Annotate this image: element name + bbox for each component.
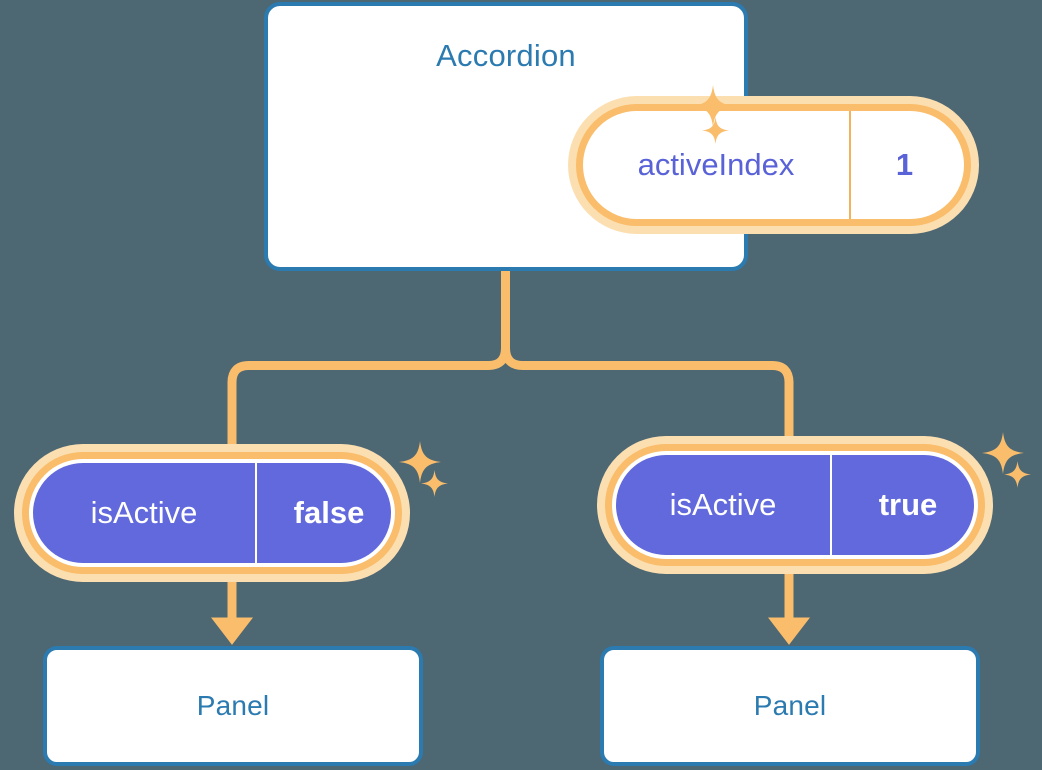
- state-value-activeindex: 1: [895, 147, 914, 182]
- sparkle-false-small-icon: [421, 470, 448, 497]
- component-card-accordion[interactable]: Accordion activeIndex 1: [264, 2, 971, 271]
- state-pill-activeindex[interactable]: activeIndex 1: [576, 104, 971, 226]
- state-value-isactive-true: true: [878, 487, 938, 522]
- state-value-isactive-false: false: [293, 495, 365, 530]
- component-title-panel-right: Panel: [753, 690, 827, 721]
- state-name-activeindex: activeIndex: [583, 111, 851, 219]
- component-title-accordion: Accordion: [436, 38, 576, 73]
- state-pill-isactive-false[interactable]: isActive false: [22, 452, 402, 574]
- component-card-panel-left[interactable]: Panel: [43, 646, 423, 766]
- arrow-down-left: [210, 582, 254, 645]
- state-name-isactive-false: isActive: [33, 463, 257, 563]
- component-title-panel-left: Panel: [196, 690, 270, 721]
- sparkle-false-large-icon: [399, 441, 441, 483]
- connector-branch-left: [227, 343, 510, 457]
- arrow-down-right: [767, 574, 811, 645]
- state-pill-inner-false: isActive false: [33, 463, 391, 563]
- state-pill-isactive-true[interactable]: isActive true: [605, 444, 985, 566]
- state-name-isactive-true: isActive: [616, 455, 832, 555]
- state-pill-inner-true: isActive true: [616, 455, 974, 555]
- connector-branch-right: [501, 343, 794, 449]
- sparkle-true-small-icon: [1004, 461, 1031, 488]
- sparkle-true-large-icon: [982, 432, 1024, 474]
- component-card-panel-right[interactable]: Panel: [600, 646, 980, 766]
